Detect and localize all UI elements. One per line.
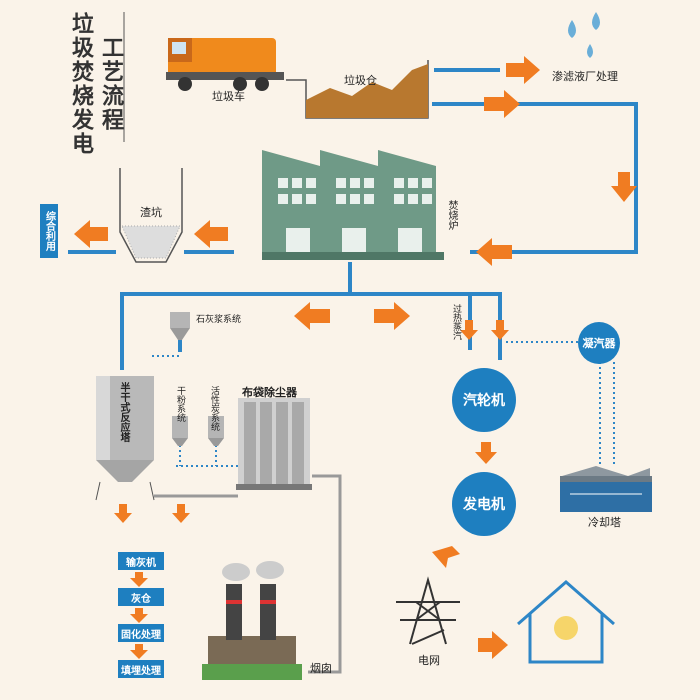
comprehensive-use-box: 综合利用 [40, 204, 58, 258]
comprehensive-use-label: 综合利用 [43, 211, 55, 251]
generator-label: 发电机 [463, 497, 505, 513]
arrow-reactor-down-1 [114, 504, 132, 523]
pit-label: 垃圾仓 [344, 74, 377, 87]
title-sub: 工艺流程 [98, 36, 123, 132]
arrow-to-slag-pit [194, 220, 228, 248]
chimney-icon [202, 561, 302, 680]
arrow-steam-down-2 [491, 320, 509, 340]
truck-icon [166, 38, 284, 91]
power-grid-label: 电网 [418, 654, 440, 667]
arrow-into-incinerator [476, 238, 512, 266]
ash-step-1: 输灰机 [118, 552, 164, 570]
reactor-label: 半干式反应塔 [118, 382, 129, 442]
dry-powder-label: 干粉系统 [175, 386, 185, 422]
condenser-node: 凝汽器 [578, 322, 620, 364]
arrow-down-right [611, 172, 637, 202]
arrow-to-incinerator-top [484, 90, 520, 118]
arrow-ash-3 [130, 644, 148, 659]
incinerator-building-icon [262, 150, 444, 260]
turbine-label: 汽轮机 [463, 393, 505, 409]
dotted-pipes [152, 341, 615, 467]
ash-step-4: 填埋处理 [118, 660, 164, 678]
slag-pit-icon [119, 168, 183, 263]
baghouse-label: 布袋除尘器 [242, 386, 297, 399]
arrow-steam-down-1 [460, 320, 478, 340]
arrow-grid-house [478, 631, 508, 659]
generator-node: 发电机 [452, 472, 516, 536]
lime-hopper-icon [170, 312, 190, 340]
cooling-tower-icon [560, 466, 652, 512]
arrow-to-comprehensive [74, 220, 108, 248]
truck-label: 垃圾车 [212, 90, 245, 103]
ash-step-3: 固化处理 [118, 624, 164, 642]
arrow-generator-grid [432, 546, 460, 568]
arrow-to-leachate [506, 56, 540, 84]
arrow-turbine-generator [475, 442, 497, 464]
superheated-steam-label: 过热蒸汽 [451, 304, 461, 340]
activated-carbon-label: 活性炭系统 [209, 386, 219, 431]
garbage-pit-icon [286, 60, 429, 119]
arrow-reactor-down-2 [172, 504, 190, 523]
title-main: 垃圾焚烧发电 [68, 12, 93, 156]
chimney-label: 烟囱 [310, 662, 332, 675]
slag-pit-label: 渣坑 [140, 206, 162, 219]
water-drops-icon [568, 12, 600, 58]
power-tower-icon [396, 576, 460, 645]
flue-duct [154, 474, 342, 674]
ash-step-2: 灰仓 [118, 588, 164, 606]
arrow-flue-left [294, 302, 330, 330]
condenser-label: 凝汽器 [582, 337, 616, 350]
leachate-label: 渗滤液厂处理 [552, 70, 618, 83]
arrow-ash-2 [130, 608, 148, 623]
cooling-tower-label: 冷却塔 [588, 516, 621, 529]
arrow-steam-right [374, 302, 410, 330]
lime-system-label: 石灰浆系统 [196, 315, 242, 325]
turbine-node: 汽轮机 [452, 368, 516, 432]
activated-carbon-silo-icon [208, 416, 224, 446]
flow-arrows [74, 56, 637, 659]
dry-powder-silo-icon [172, 416, 188, 446]
baghouse-filter-icon [236, 398, 312, 490]
house-icon [517, 580, 615, 664]
arrow-ash-1 [130, 572, 148, 587]
reactor-tower-icon [95, 376, 155, 501]
incinerator-label: 焚烧炉 [446, 200, 457, 230]
